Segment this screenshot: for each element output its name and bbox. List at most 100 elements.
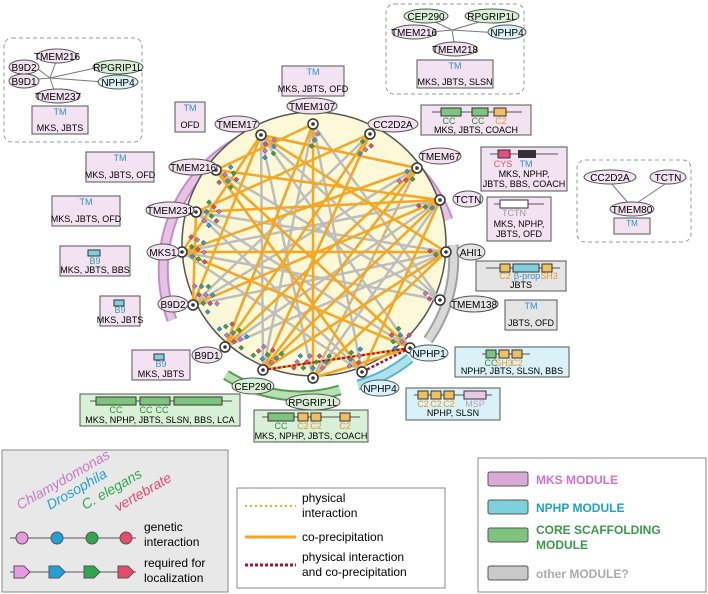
interaction-marker — [426, 296, 433, 302]
svg-text:CYS: CYS — [494, 159, 513, 169]
svg-text:physical interaction: physical interaction — [302, 550, 404, 564]
node-cc2d2a[interactable]: CC2D2A — [373, 120, 413, 131]
celegans-arrow — [83, 565, 101, 579]
interaction-marker — [278, 350, 285, 357]
interaction-marker — [404, 168, 410, 175]
svg-text:JBTS, OFD: JBTS, OFD — [508, 318, 555, 328]
celegans-dot — [85, 531, 99, 545]
interaction-marker — [348, 349, 355, 356]
svg-text:genetic: genetic — [144, 520, 183, 534]
node-tmem138[interactable]: TMEM138 — [451, 300, 498, 311]
node-ahi1[interactable]: AHI1 — [460, 248, 483, 259]
legend-lines: physical interaction co-precipitation ph… — [236, 487, 446, 589]
interaction-marker — [201, 249, 207, 256]
interaction-edges — [180, 122, 447, 380]
interaction-marker — [399, 338, 405, 345]
interaction-marker — [260, 343, 267, 350]
edge — [215, 122, 314, 172]
node-b9d2[interactable]: B9D2 — [160, 300, 185, 311]
inset-node-b9d1: B9D1 — [11, 77, 36, 88]
svg-text:required for: required for — [144, 556, 205, 570]
edge — [181, 166, 418, 254]
svg-text:MKS, JBTS, OFD: MKS, JBTS, OFD — [51, 214, 122, 224]
interaction-marker — [357, 346, 364, 353]
svg-text:C2: C2 — [511, 358, 523, 368]
interaction-marker — [270, 150, 277, 157]
interaction-marker — [211, 204, 217, 210]
node-nphp1[interactable]: NPHP1 — [412, 349, 446, 360]
svg-text:C2: C2 — [495, 116, 507, 126]
svg-text:MKS, JBTS, COACH: MKS, JBTS, COACH — [434, 125, 518, 135]
edge — [312, 167, 418, 379]
inset-node-tmem216: TMEM216 — [34, 52, 81, 63]
node-dot-center — [368, 132, 372, 136]
interaction-marker — [188, 243, 195, 250]
interaction-marker — [227, 164, 234, 170]
svg-text:TM: TM — [114, 153, 127, 163]
interaction-marker — [409, 176, 416, 182]
interaction-marker — [222, 171, 228, 178]
node-tmem107[interactable]: TMEM107 — [289, 102, 336, 113]
node-tmem17[interactable]: TMEM17 — [217, 120, 258, 131]
node-rpgrip1l[interactable]: RPGRIP1L — [288, 398, 338, 409]
inset-top: CEP290 RPGRIP1L TMEM216 NPHP4 TMEM218 TM… — [385, 3, 527, 95]
interaction-marker — [203, 208, 210, 215]
interaction-marker — [346, 363, 353, 369]
interaction-marker — [422, 203, 429, 210]
edge — [223, 123, 315, 348]
interaction-marker — [415, 202, 422, 209]
interaction-marker — [264, 351, 271, 358]
interaction-marker — [390, 338, 397, 345]
svg-text:C2: C2 — [339, 421, 351, 431]
node-b9d1[interactable]: B9D1 — [194, 351, 219, 362]
svg-text:NPHP MODULE: NPHP MODULE — [536, 501, 624, 515]
svg-text:TM: TM — [307, 67, 320, 77]
interaction-marker — [238, 344, 245, 351]
edge — [223, 133, 372, 348]
node-nphp4[interactable]: NPHP4 — [363, 384, 397, 395]
node-dot-center — [311, 376, 315, 380]
interaction-marker — [307, 353, 313, 359]
inset-left: TMEM216 B9D2 B9D1 RPGRIP1L NPHP4 TMEM237… — [3, 37, 144, 143]
edge — [224, 167, 418, 348]
interaction-marker — [189, 253, 196, 260]
interaction-marker — [195, 256, 202, 262]
interaction-marker — [201, 217, 207, 224]
interaction-marker — [204, 309, 211, 315]
interaction-marker — [209, 292, 216, 298]
interaction-marker — [205, 283, 212, 290]
node-dot-center — [415, 166, 419, 170]
svg-text:MKS, JBTS: MKS, JBTS — [138, 369, 185, 379]
node-tctn[interactable]: TCTN — [455, 195, 482, 206]
node-dot-center — [194, 210, 198, 214]
interaction-marker — [191, 283, 198, 290]
vertebrate-dot — [119, 531, 133, 545]
svg-text:JBTS: JBTS — [510, 280, 532, 290]
interaction-marker — [319, 365, 326, 371]
svg-text:interaction: interaction — [144, 535, 199, 549]
svg-text:physical: physical — [302, 491, 345, 505]
node-tmem216[interactable]: TMEM216 — [170, 163, 217, 174]
node-tmem67[interactable]: TMEM67 — [420, 152, 461, 163]
svg-text:TM: TM — [626, 219, 638, 228]
svg-text:SH3: SH3 — [540, 271, 558, 281]
svg-text:TM: TM — [184, 103, 197, 113]
vertebrate-arrow — [117, 565, 135, 579]
svg-text:interaction: interaction — [302, 506, 357, 520]
svg-text:MKS, NPHP,: MKS, NPHP, — [499, 169, 550, 179]
edge — [261, 123, 315, 371]
node-tmem231[interactable]: TMEM231 — [147, 206, 194, 217]
node-mks1[interactable]: MKS1 — [149, 248, 177, 259]
svg-text:NPHP, JBTS, SLSN, BBS: NPHP, JBTS, SLSN, BBS — [461, 366, 563, 376]
edge — [312, 251, 447, 379]
inset-node-tmem216: TMEM216 — [391, 28, 438, 39]
svg-text:localization: localization — [144, 571, 203, 585]
inset-node-b9d2: B9D2 — [11, 63, 36, 74]
svg-text:C2: C2 — [443, 399, 455, 409]
inset-node-tmem218: TMEM218 — [432, 45, 479, 56]
interaction-marker — [207, 300, 214, 307]
node-cep290[interactable]: CEP290 — [234, 382, 272, 393]
interaction-marker — [255, 348, 262, 354]
svg-text:CC: CC — [140, 405, 153, 415]
interaction-marker — [359, 138, 366, 145]
